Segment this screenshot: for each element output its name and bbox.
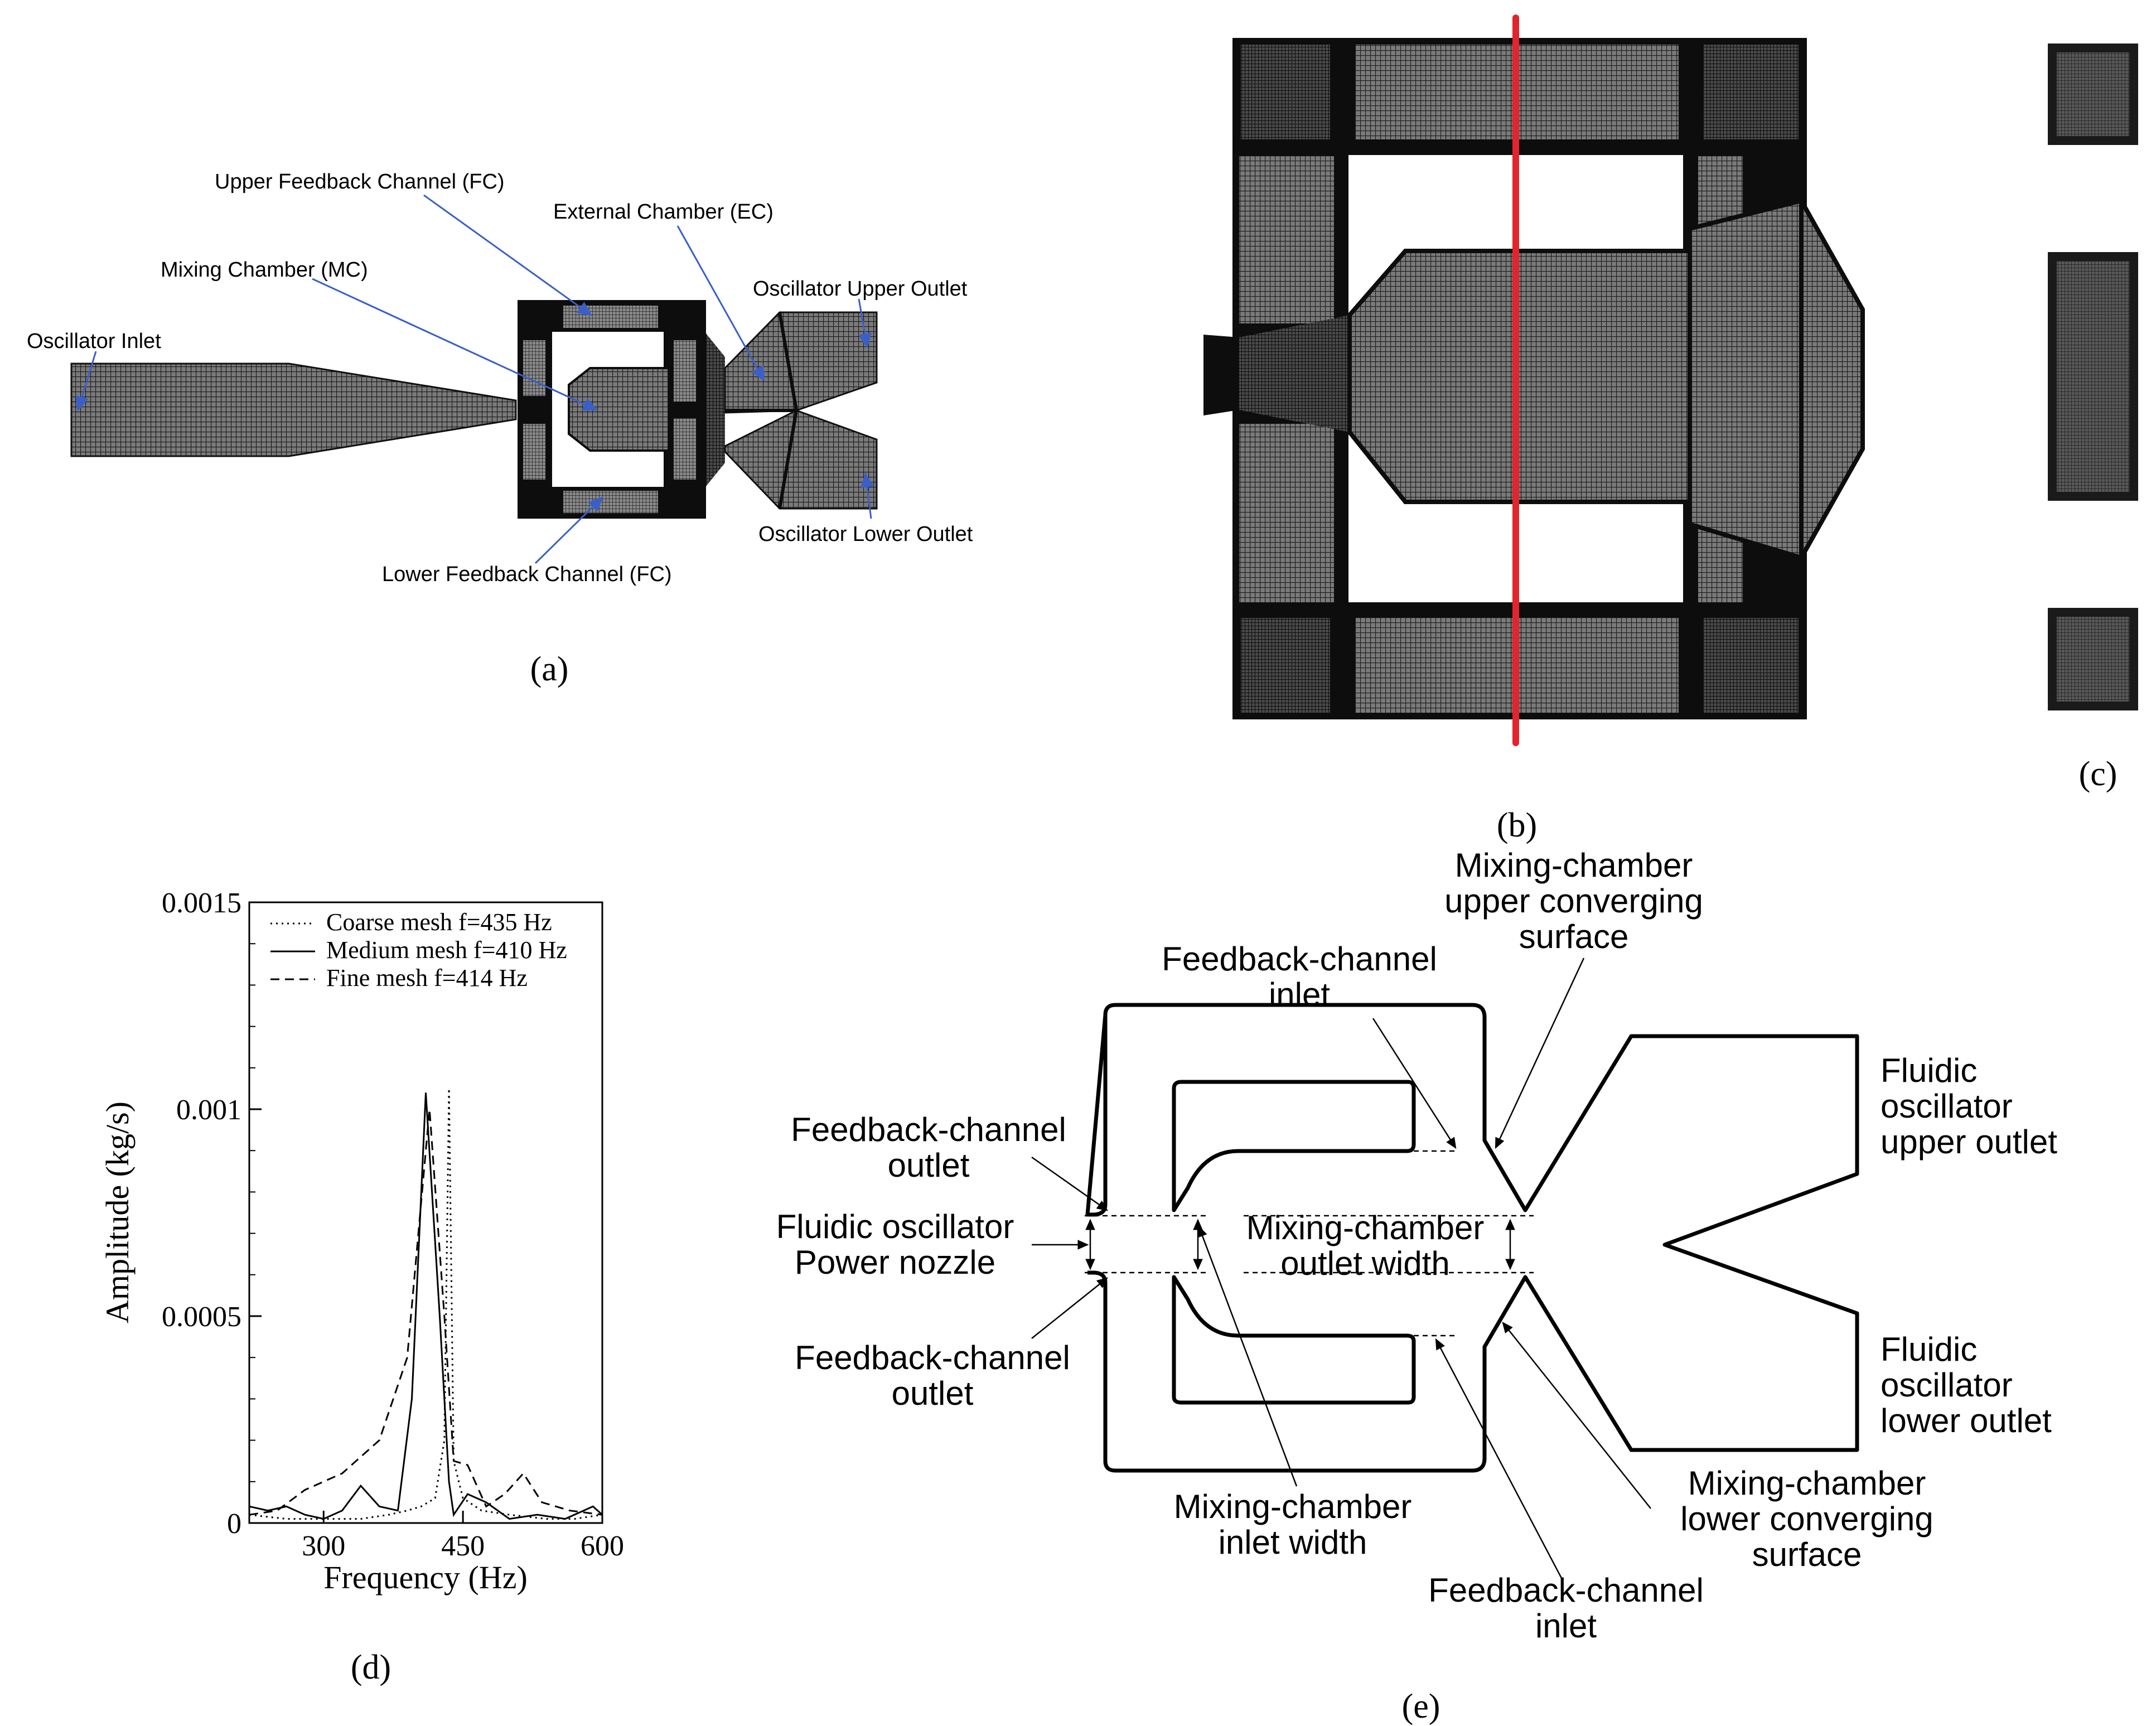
panel-b-mesh [1203,38,1865,719]
panel-label-b: (b) [1497,806,1537,844]
panel-d-chart: 300 450 600 0 0.0005 0.001 0.0015 Coarse mesh … [99,887,624,1596]
label-upper-outlet-line3: upper outlet [1881,1123,2057,1161]
label-fc-outlet-top-line2: outlet [888,1147,970,1184]
y-tick-label: 0 [227,1508,241,1540]
chart-plot-frame [248,901,603,1524]
panel-e-dimension-lines [1085,1150,1534,1337]
label-mc-lower-converging-line3: surface [1752,1536,1862,1573]
label-lower-outlet-line2: oscillator [1881,1366,2013,1404]
label-lower-outlet-line3: lower outlet [1881,1402,2052,1439]
x-axis-label: Frequency (Hz) [323,1559,528,1596]
legend-label-3: Fine mesh f=414 Hz [326,964,528,992]
label-mc-inlet-width-line2: inlet width [1219,1524,1367,1561]
series-line-3 [249,1109,603,1516]
label-upper-outlet-line1: Fluidic [1881,1052,1977,1089]
panel-label-e: (e) [1402,1688,1440,1725]
x-tick-label: 300 [302,1530,345,1562]
legend-label-2: Medium mesh f=410 Hz [326,936,567,964]
chart-ticks: 300 450 600 0 0.0005 0.001 0.0015 [162,887,624,1562]
label-fc-outlet-top-line1: Feedback-channel [791,1111,1066,1148]
legend-label-1: Coarse mesh f=435 Hz [326,908,552,936]
label-fc-inlet-bottom-line2: inlet [1535,1607,1597,1645]
panel-a-labels: Upper Feedback Channel (FC) External Cha… [27,170,973,586]
label-upper-outlet-line2: oscillator [1881,1087,2013,1125]
feedback-island-upper [1172,1080,1416,1212]
y-axis-label: Amplitude (kg/s) [99,1101,136,1323]
x-tick-label: 450 [441,1530,485,1562]
label-mc-upper-converging-line2: upper converging [1444,882,1703,920]
panel-c-cross-sections [2048,43,2138,710]
label-mc-inlet-width-line1: Mixing-chamber [1174,1488,1412,1525]
label-mc-outlet-width-line1: Mixing-chamber [1246,1209,1485,1246]
y-tick-label: 0.0015 [162,887,241,919]
panel-e-labels: Mixing-chamber upper converging surface … [776,847,1933,1645]
label-fc-inlet-top-line2: inlet [1269,976,1330,1013]
label-mixing-chamber: Mixing Chamber (MC) [161,258,368,282]
panel-a-leaders [75,194,874,564]
panel-label-d: (d) [351,1648,391,1686]
label-mc-upper-converging-line3: surface [1519,918,1629,955]
label-mc-lower-converging-line2: lower converging [1680,1500,1933,1538]
y-tick-label: 0.001 [176,1094,241,1126]
label-oscillator-upper-outlet: Oscillator Upper Outlet [753,277,968,301]
x-tick-label: 600 [581,1530,624,1562]
panel-label-a: (a) [530,650,569,688]
label-oscillator-inlet: Oscillator Inlet [27,330,161,353]
series-line-2 [249,1092,603,1520]
panel-e-leaders [1031,958,1651,1579]
label-fc-outlet-bottom-line1: Feedback-channel [795,1339,1070,1376]
label-mc-upper-converging-line1: Mixing-chamber [1455,847,1693,884]
feedback-island-lower [1172,1275,1416,1405]
label-oscillator-lower-outlet: Oscillator Lower Outlet [758,523,973,546]
y-tick-label: 0.0005 [162,1301,241,1333]
label-external-chamber: External Chamber (EC) [553,200,774,224]
panel-e-outlet-labels: Fluidic oscillator upper outlet Fluidic … [1881,1052,2057,1439]
label-fc-inlet-bottom-line1: Feedback-channel [1428,1572,1704,1609]
label-upper-feedback-channel: Upper Feedback Channel (FC) [215,170,505,194]
label-power-nozzle-line2: Power nozzle [795,1244,995,1281]
label-lower-feedback-channel: Lower Feedback Channel (FC) [382,563,672,586]
label-fc-outlet-bottom-line2: outlet [892,1375,974,1412]
label-fc-inlet-top-line1: Feedback-channel [1162,940,1437,978]
label-mc-lower-converging-line1: Mixing-chamber [1688,1464,1926,1502]
label-lower-outlet-line1: Fluidic [1881,1331,1977,1368]
panel-a-mesh [70,300,878,519]
chart-series-group [249,1088,603,1520]
label-power-nozzle-line1: Fluidic oscillator [776,1208,1014,1245]
series-line-1 [249,1088,603,1520]
label-mc-outlet-width-line2: outlet width [1280,1245,1450,1282]
panel-label-c: (c) [2079,755,2118,793]
